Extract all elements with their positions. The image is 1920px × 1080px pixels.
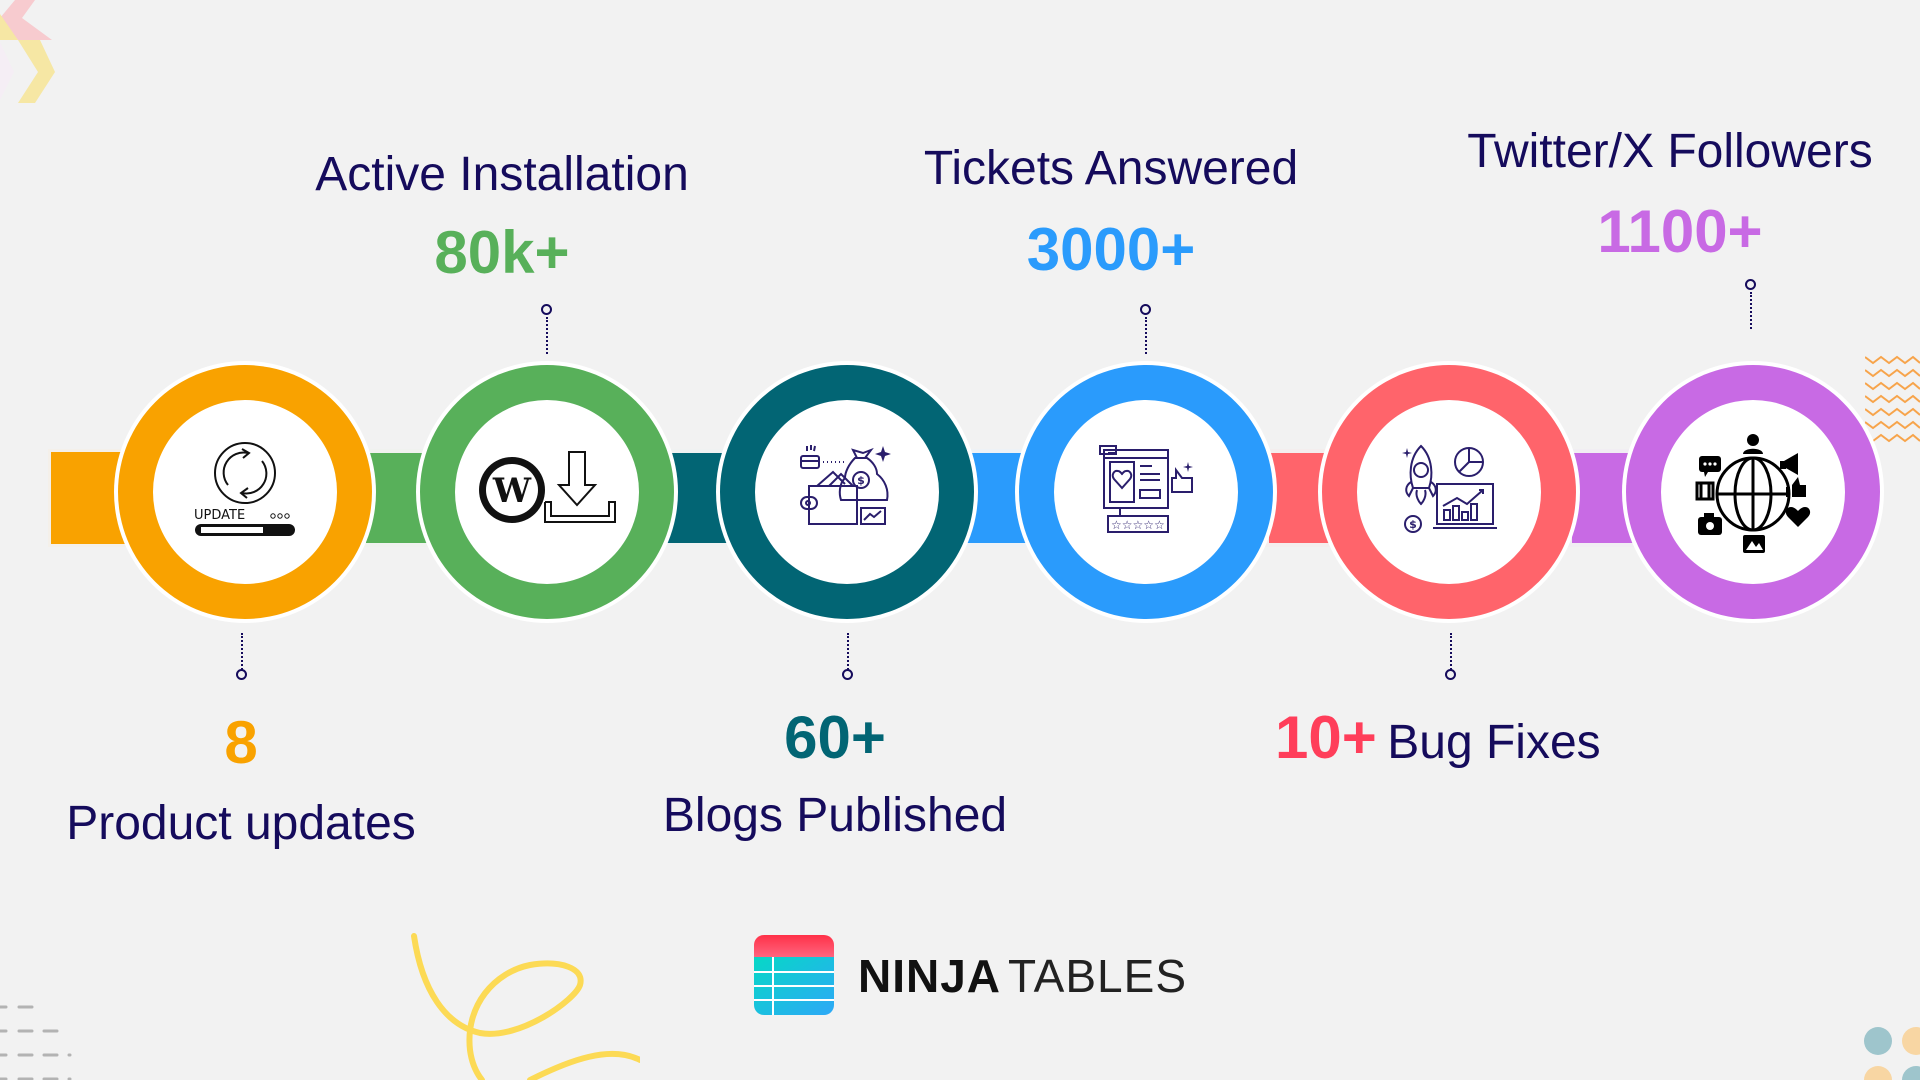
stat-bug-fixes: 10+ Bug Fixes (1275, 708, 1601, 768)
stat-label-twitter-followers: Twitter/X Followers (1467, 125, 1873, 178)
stat-circle-inner (1661, 400, 1845, 584)
stat-value-bug-fixes: 10+ (1275, 704, 1377, 771)
connector-line (1145, 317, 1147, 354)
ninja-tables-logo: NINJA TABLES (754, 935, 1186, 1015)
stat-value-active-installation: 80k+ (434, 219, 570, 286)
svg-text:UPDATE: UPDATE (194, 508, 245, 523)
stat-value-tickets-answered: 3000+ (1026, 216, 1196, 283)
stat-label-product-updates: Product updates (66, 797, 416, 850)
wallet-money-bag-icon: $ (800, 445, 891, 525)
stat-circle-active-installation: W (420, 365, 674, 619)
stat-value-blogs-published: 60+ (784, 704, 886, 771)
svg-text:☆☆☆☆☆: ☆☆☆☆☆ (1111, 518, 1165, 532)
connector-dot (541, 304, 552, 315)
logo-text-bold: NINJA (858, 950, 1002, 1002)
stat-value-twitter-followers: 1100+ (1597, 198, 1763, 265)
svg-text:W: W (492, 471, 532, 511)
stat-circle-bug-fixes: $ (1322, 365, 1576, 619)
decorative-squiggle (411, 933, 640, 1080)
stat-circle-inner: ☆☆☆☆☆ (1054, 400, 1238, 584)
decorative-zigzags (1865, 355, 1920, 443)
stat-label-blogs-published: Blogs Published (662, 789, 1008, 842)
stat-circle-inner: $ (755, 400, 939, 584)
decorative-chevrons (0, 0, 55, 103)
svg-text:$: $ (1409, 518, 1417, 531)
stat-circle-blogs-published: $ (720, 365, 974, 619)
svg-text:$: $ (857, 474, 865, 487)
connector-line (546, 317, 548, 354)
wordpress-download-icon: W (479, 451, 616, 523)
feedback-rating-icon: ☆☆☆☆☆ (1099, 445, 1193, 533)
table-logo-icon (754, 935, 834, 1015)
connector-dot (1445, 669, 1456, 680)
stat-circle-inner: W (455, 400, 639, 584)
social-globe-icon (1695, 434, 1811, 553)
stat-label-bug-fixes: Bug Fixes (1387, 716, 1601, 769)
stat-circle-tickets-answered: ☆☆☆☆☆ (1019, 365, 1273, 619)
connector-line (847, 633, 849, 670)
stat-value-product-updates: 8 (224, 709, 258, 776)
stat-circle-inner: UPDATE (153, 400, 337, 584)
stat-circle-product-updates: UPDATE (118, 365, 372, 619)
connector-dot (1140, 304, 1151, 315)
update-progress-icon: UPDATE (194, 442, 295, 536)
connector-line (241, 633, 243, 670)
rocket-growth-icon: $ (1402, 444, 1497, 533)
stat-label-tickets-answered: Tickets Answered (923, 142, 1299, 195)
connector-line (1450, 633, 1452, 670)
decorative-dashes (0, 1005, 72, 1080)
decorative-dots (1864, 1027, 1920, 1080)
connector-dot (842, 669, 853, 680)
stat-label-active-installation: Active Installation (315, 148, 689, 201)
logo-text-light: TABLES (1008, 950, 1187, 1002)
stat-circle-twitter-followers (1626, 365, 1880, 619)
connector-line (1750, 292, 1752, 329)
connector-dot (236, 669, 247, 680)
connector-dot (1745, 279, 1756, 290)
stat-circle-inner: $ (1357, 400, 1541, 584)
